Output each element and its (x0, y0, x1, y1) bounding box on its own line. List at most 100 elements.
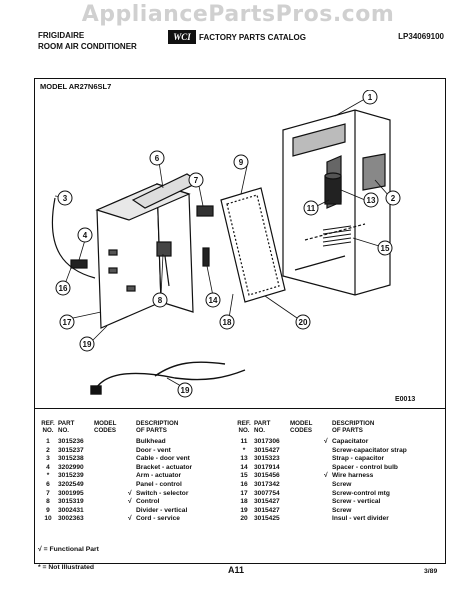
callout-label: 17 (63, 318, 72, 327)
catalog-number: LP34069100 (398, 32, 444, 41)
parts-table-right: REF. NO. PART NO. MODEL CODES DESCRIPTIO… (234, 420, 440, 524)
functional-mark-cell: √ (324, 472, 328, 480)
table-row: 1 3015236 Bulkhead (38, 438, 238, 447)
part-number-cell: 3015238 (58, 455, 84, 463)
callout-17 (59, 314, 75, 330)
callout-label: 20 (299, 318, 308, 327)
callout-label: 19 (83, 340, 92, 349)
exploded-parts-diagram: 1 2 3 4 6 7 8 9 11 13 14 15 16 17 18 19 … (51, 90, 401, 398)
watermark: AppliancePartsPros.com (81, 2, 395, 27)
callout-label: 19 (181, 386, 190, 395)
ref-cell: 7 (46, 489, 50, 497)
functional-mark-cell: √ (128, 489, 132, 497)
parts-table-left: REF. NO. PART NO. MODEL CODES DESCRIPTIO… (38, 420, 238, 524)
description-cell: Cord - service (136, 515, 180, 523)
description-cell: Screw-control mtg (332, 489, 390, 497)
functional-mark-cell (324, 490, 332, 499)
header-part: PART NO. (254, 420, 271, 435)
parts-table-header: REF. NO. PART NO. MODEL CODES DESCRIPTIO… (38, 420, 238, 436)
description-cell: Screw - vertical (332, 498, 381, 506)
description-cell: Cable - door vent (136, 455, 190, 463)
description-cell: Bulkhead (136, 438, 166, 445)
diagram-code: E0013 (395, 396, 416, 403)
functional-mark-cell (324, 515, 332, 524)
part-number-cell: 3001995 (58, 489, 84, 497)
description-cell: Wire harness (332, 472, 374, 480)
header-codes: MODEL CODES (290, 420, 313, 435)
part-number-cell: 3007754 (254, 489, 280, 497)
part-number-cell: 3015323 (254, 455, 280, 463)
functional-mark-cell (128, 455, 136, 464)
model-codes-cell (94, 464, 128, 473)
part-number-cell: 3015456 (254, 472, 280, 480)
header-brand-block: FRIGIDAIRE ROOM AIR CONDITIONER (38, 30, 137, 52)
ref-cell: 16 (240, 480, 248, 488)
header-codes: MODEL CODES (94, 420, 117, 435)
header-catalog: WCI FACTORY PARTS CATALOG (168, 30, 306, 44)
model-codes-cell (94, 498, 128, 507)
section-divider (34, 408, 446, 409)
model-codes-cell (290, 447, 324, 456)
description-cell: Capacitator (332, 438, 369, 445)
part-number-cell: 3015425 (254, 515, 280, 523)
model-codes-cell (290, 472, 324, 481)
callout-15 (377, 240, 393, 256)
model-codes-cell (290, 455, 324, 464)
part-number-cell: 3015237 (58, 446, 84, 454)
parts-table-header: REF. NO. PART NO. MODEL CODES DESCRIPTIO… (234, 420, 440, 436)
description-cell: Screw-capacitator strap (332, 446, 407, 454)
header-part: PART NO. (58, 420, 75, 435)
callout-9 (233, 154, 249, 170)
callout-circles (55, 90, 401, 398)
service-cord-drawing (90, 361, 246, 395)
model-codes-cell (290, 498, 324, 507)
functional-mark-cell: √ (128, 498, 132, 506)
callout-label: 8 (158, 296, 163, 305)
capacitor-drawing (324, 172, 342, 205)
callout-16 (55, 280, 71, 296)
part-number-cell: 3202990 (58, 463, 84, 471)
model-codes-cell (290, 515, 324, 524)
model-codes-cell (94, 455, 128, 464)
description-cell: Panel - control (136, 480, 182, 488)
vertical-divider-drawing (220, 187, 286, 303)
model-codes-cell (94, 438, 128, 447)
ref-cell: 19 (240, 506, 248, 514)
model-codes-cell (290, 438, 324, 447)
description-cell: Strap - capacitor (332, 455, 385, 463)
callout-label: 6 (155, 154, 160, 163)
page-number: A11 (228, 565, 245, 575)
ref-cell: 4 (46, 463, 50, 471)
functional-mark-cell (128, 447, 136, 456)
brand-name: FRIGIDAIRE (38, 31, 85, 40)
functional-mark-cell (128, 438, 136, 447)
description-cell: Door - vent (136, 446, 171, 454)
callout-label: 4 (83, 231, 88, 240)
callout-label: 3 (63, 194, 68, 203)
model-codes-cell (94, 472, 128, 481)
functional-mark-cell (324, 507, 332, 516)
table-row: 7 3001995 √ Switch - selector (38, 490, 238, 499)
header-ref: REF. NO. (41, 420, 55, 435)
header-desc: DESCRIPTION OF PARTS (136, 420, 179, 435)
functional-mark-cell (324, 481, 332, 490)
callout-20 (295, 314, 311, 330)
part-number-cell: 3015236 (58, 438, 84, 445)
callout-14 (205, 292, 221, 308)
callout-8 (152, 292, 168, 308)
callout-label: 15 (381, 244, 390, 253)
callout-2 (385, 190, 401, 206)
description-cell: Switch - selector (136, 489, 189, 497)
callout-7 (188, 172, 204, 188)
ref-cell: 1 (46, 438, 50, 445)
description-cell: Bracket - actuator (136, 463, 193, 471)
part-number-cell: 3017914 (254, 463, 280, 471)
